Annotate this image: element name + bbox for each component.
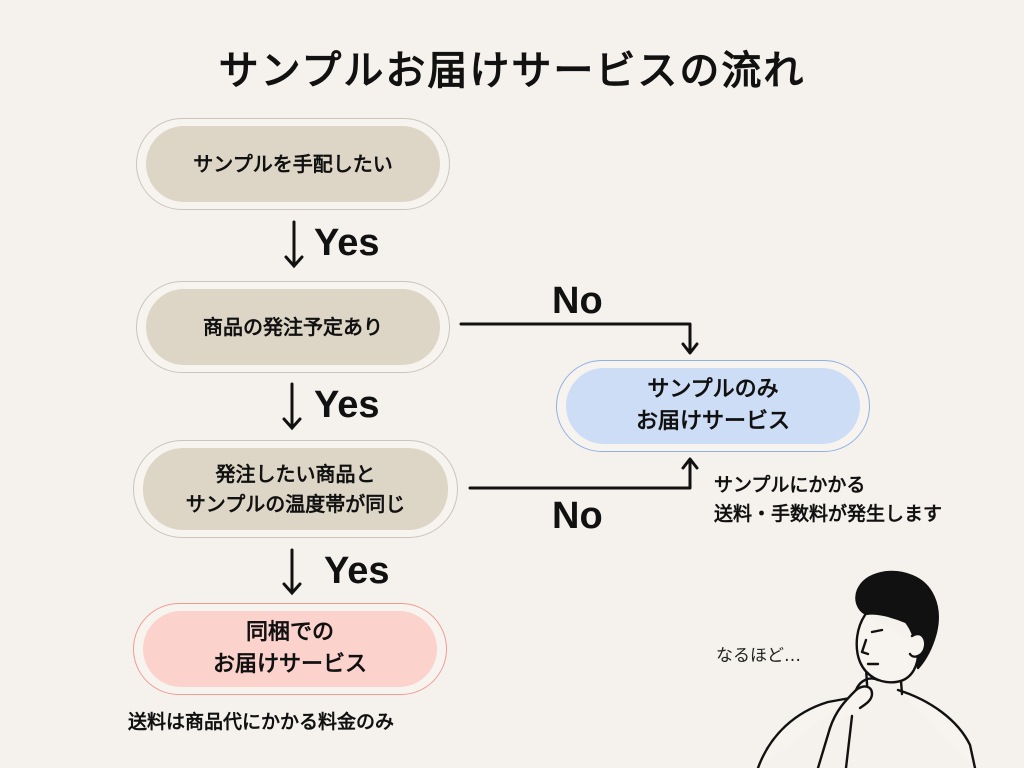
node-order-planned-label: 商品の発注予定あり — [146, 289, 440, 365]
label-yes-2: Yes — [314, 384, 380, 426]
character-speech: なるほど… — [716, 646, 801, 666]
label-no-2: No — [552, 495, 603, 537]
node-same-temp-label: 発注したい商品と サンプルの温度帯が同じ — [143, 448, 448, 530]
arrow-down-3 — [282, 548, 302, 596]
node-bundle: 同梱での お届けサービス — [133, 603, 447, 695]
arrow-down-2 — [282, 382, 302, 431]
node-bundle-label: 同梱での お届けサービス — [143, 611, 437, 687]
node-order-planned: 商品の発注予定あり — [136, 281, 450, 373]
arrow-no-2 — [468, 457, 699, 490]
thinking-person-illustration — [756, 570, 977, 768]
page-title: サンプルお届けサービスの流れ — [218, 48, 806, 94]
note-bundle-fee: 送料は商品代にかかる料金のみ — [128, 711, 395, 733]
arrow-down-1 — [284, 220, 304, 269]
arrow-no-1 — [459, 322, 699, 355]
label-no-1: No — [552, 280, 603, 322]
label-yes-3: Yes — [324, 550, 390, 592]
label-yes-1: Yes — [314, 222, 380, 264]
note-sample-only-fee: サンプルにかかる 送料・手数料が発生します — [714, 474, 943, 525]
node-same-temp: 発注したい商品と サンプルの温度帯が同じ — [133, 440, 458, 538]
node-sample-only-label: サンプルのみ お届けサービス — [566, 368, 860, 444]
node-start-label: サンプルを手配したい — [146, 126, 440, 202]
node-sample-only: サンプルのみ お届けサービス — [556, 360, 870, 452]
node-start: サンプルを手配したい — [136, 118, 450, 210]
